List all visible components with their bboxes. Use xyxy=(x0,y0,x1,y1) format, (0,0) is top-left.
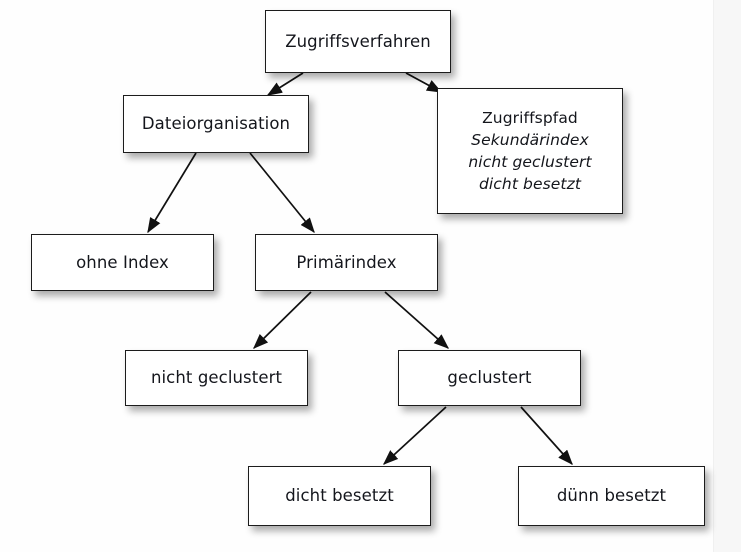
node-label-line: Zugriffspfad xyxy=(482,109,578,127)
edge-zugriffsverfahren-to-dateiorganisation xyxy=(266,72,304,96)
node-label-line: Zugriffsverfahren xyxy=(285,31,431,51)
node-label: dünn besetzt xyxy=(519,485,704,507)
edge-primaerindex-to-nicht-geclustert xyxy=(253,291,312,349)
node-dicht-besetzt[interactable]: dicht besetzt xyxy=(248,466,431,526)
node-label: geclustert xyxy=(399,367,580,389)
edge-zugriffsverfahren-to-zugriffspfad xyxy=(405,72,443,93)
node-dateiorganisation[interactable]: Dateiorganisation xyxy=(123,95,309,153)
node-label: nicht geclustert xyxy=(126,367,307,389)
node-label-line: geclustert xyxy=(447,368,532,388)
node-zugriffsverfahren[interactable]: Zugriffsverfahren xyxy=(265,10,451,73)
edge-primaerindex-to-geclustert xyxy=(384,291,450,349)
node-label-line: ohne Index xyxy=(76,252,169,272)
node-label-line: nicht geclustert xyxy=(468,153,592,171)
node-label: Primärindex xyxy=(256,252,437,274)
node-label-line: dicht besetzt xyxy=(478,175,582,193)
node-label-line: dicht besetzt xyxy=(285,486,394,506)
node-label-line: nicht geclustert xyxy=(150,368,283,388)
edge-dateiorganisation-to-ohne-index xyxy=(147,152,197,234)
node-label: ohne Index xyxy=(32,252,213,274)
page-edge-strip xyxy=(713,0,741,552)
node-nicht-geclustert[interactable]: nicht geclustert xyxy=(125,350,308,406)
node-geclustert[interactable]: geclustert xyxy=(398,350,581,406)
node-duenn-besetzt[interactable]: dünn besetzt xyxy=(518,466,705,526)
edge-geclustert-to-duenn-besetzt xyxy=(520,406,573,466)
node-label-line: Primärindex xyxy=(296,252,397,272)
node-label: Zugriffsverfahren xyxy=(266,31,450,53)
edge-dateiorganisation-to-primaerindex xyxy=(249,152,315,234)
node-primaerindex[interactable]: Primärindex xyxy=(255,234,438,291)
node-ohne-index[interactable]: ohne Index xyxy=(31,234,214,291)
node-label: dicht besetzt xyxy=(249,485,430,507)
node-label-line: Dateiorganisation xyxy=(141,114,291,134)
node-label-line: dünn besetzt xyxy=(556,486,667,506)
node-label: Dateiorganisation xyxy=(124,113,308,135)
node-label-line: Sekundärindex xyxy=(471,131,589,149)
edge-geclustert-to-dicht-besetzt xyxy=(382,406,447,465)
